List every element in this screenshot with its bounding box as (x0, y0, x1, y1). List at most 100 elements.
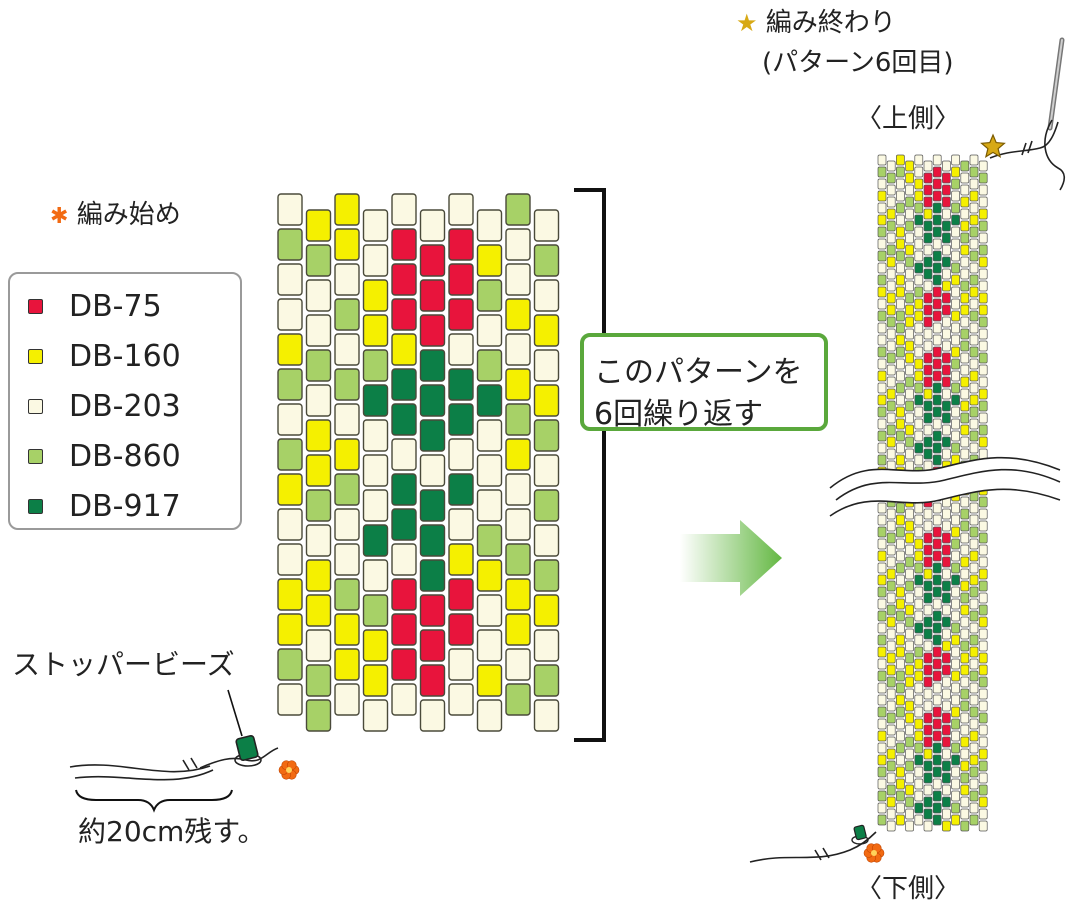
pattern-bead (362, 384, 389, 417)
band-bead (951, 814, 960, 826)
band-bead (877, 754, 887, 766)
band-bead (969, 670, 979, 682)
band-bead (886, 724, 896, 736)
band-bead (914, 766, 924, 778)
band-bead (969, 262, 979, 274)
pattern-bead (533, 349, 560, 382)
band-bead (877, 178, 887, 190)
pattern-bead (505, 193, 531, 226)
band-bead (978, 592, 988, 604)
pattern-bead (476, 384, 503, 417)
band-bead (923, 400, 933, 412)
band-bead (951, 202, 960, 214)
band-bead (914, 778, 924, 790)
band-bead (960, 736, 970, 748)
band-bead (960, 220, 970, 232)
band-bead (978, 340, 988, 352)
band-bead (896, 430, 905, 442)
pattern-bead (362, 349, 389, 382)
band-bead (942, 748, 951, 760)
bottom-start-flower-icon (863, 843, 885, 863)
end-star-icon (980, 133, 1006, 158)
band-bead (914, 262, 924, 274)
pattern-bead (419, 384, 446, 417)
band-bead (951, 238, 960, 250)
band-bead (896, 454, 905, 466)
band-bead (978, 736, 988, 748)
pattern-bead (505, 473, 531, 506)
band-bead (960, 184, 970, 196)
band-bead (886, 652, 896, 664)
band-bead (923, 328, 933, 340)
band-bead (978, 820, 988, 832)
band-bead (932, 802, 942, 814)
band-bead (923, 160, 933, 172)
band-bead (932, 598, 942, 610)
band-bead (942, 508, 951, 520)
band-bead (978, 676, 988, 688)
legend-item-db-860: DB-860 (28, 436, 181, 476)
band-bead (942, 736, 951, 748)
thread-break-mark (182, 757, 198, 771)
band-bead (978, 160, 988, 172)
band-bead (951, 178, 960, 190)
band-bead (923, 424, 933, 436)
band-bead (914, 166, 924, 178)
band-bead (960, 388, 970, 400)
pattern-bead (305, 594, 332, 627)
band-bead (932, 166, 942, 178)
band-bead (978, 448, 988, 460)
band-bead (905, 652, 914, 664)
pattern-bead (505, 438, 531, 471)
band-bead (877, 730, 887, 742)
band-bead (886, 592, 896, 604)
band-bead (877, 394, 887, 406)
band-bead (905, 508, 914, 520)
band-bead (932, 154, 942, 166)
band-bead (960, 700, 970, 712)
band-bead (969, 370, 979, 382)
band-bead (886, 544, 896, 556)
band-bead (914, 250, 924, 262)
band-bead (877, 334, 887, 346)
band-bead (951, 730, 960, 742)
band-bead (951, 382, 960, 394)
legend-swatch (28, 348, 43, 364)
band-bead (905, 808, 914, 820)
band-bead (914, 418, 924, 430)
band-bead (914, 298, 924, 310)
band-bead (886, 244, 896, 256)
band-bead (905, 664, 914, 676)
band-bead (886, 760, 896, 772)
pattern-bead (419, 664, 446, 697)
band-bead (877, 550, 887, 562)
band-bead (905, 712, 914, 724)
band-bead (942, 700, 951, 712)
band-bead (896, 562, 905, 574)
pattern-bead (362, 629, 389, 662)
band-bead (942, 556, 951, 568)
band-bead (896, 586, 905, 598)
pattern-bead (419, 209, 446, 242)
band-bead (942, 724, 951, 736)
band-bead (969, 622, 979, 634)
pattern-bead (505, 543, 531, 576)
band-bead (886, 316, 896, 328)
band-bead (886, 424, 896, 436)
band-bead (905, 796, 914, 808)
band-bead (886, 784, 896, 796)
band-bead (905, 568, 914, 580)
band-bead (951, 574, 960, 586)
band-bead (877, 430, 887, 442)
pattern-bead (305, 384, 332, 417)
band-bead (905, 532, 914, 544)
band-bead (951, 790, 960, 802)
band-bead (969, 766, 979, 778)
band-bead (886, 688, 896, 700)
band-bead (923, 712, 933, 724)
pattern-bead (305, 629, 332, 662)
band-bead (896, 418, 905, 430)
repeat-callout-line1: このパターンを (594, 355, 803, 390)
band-bead (951, 778, 960, 790)
